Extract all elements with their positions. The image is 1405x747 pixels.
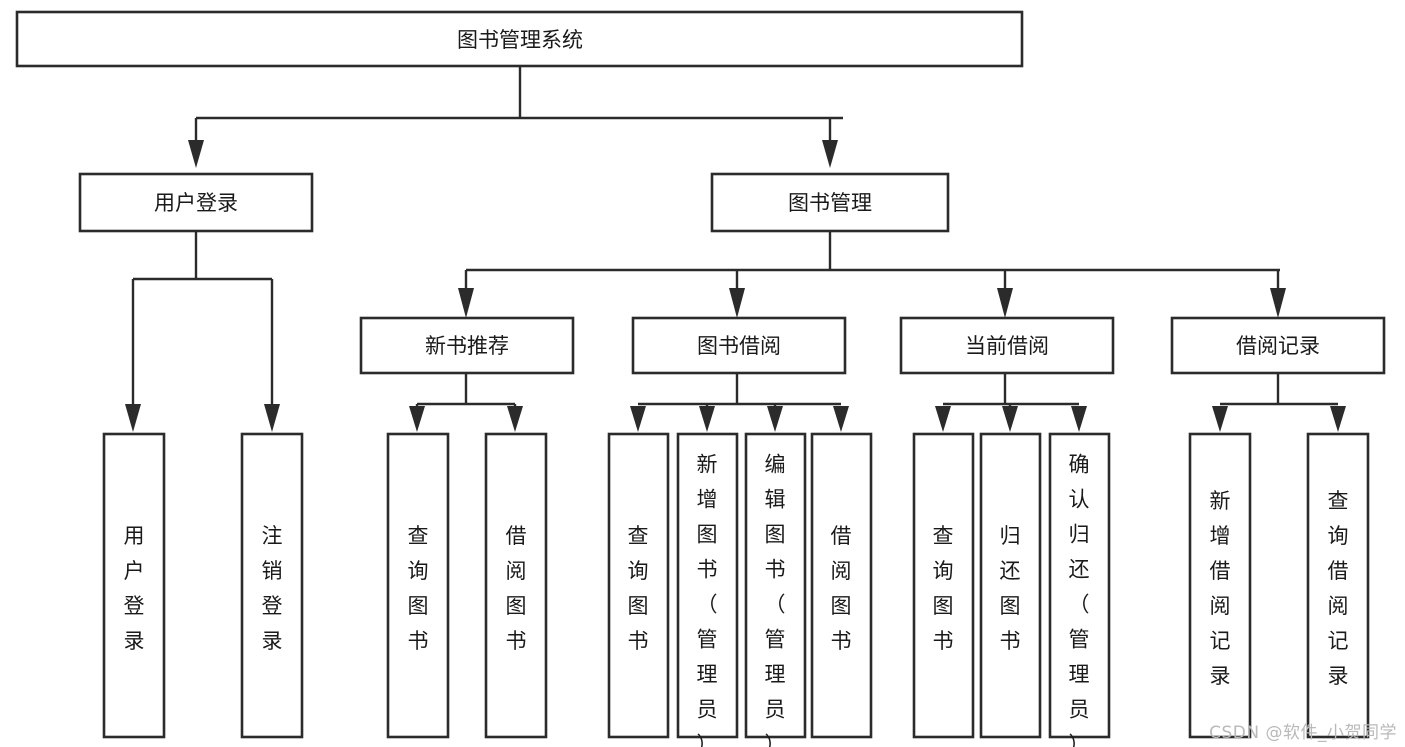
arrow-head-leaf-confirm-return bbox=[1071, 406, 1087, 432]
node-leaf-query-book-2-box[interactable] bbox=[607, 432, 670, 739]
node-user-login[interactable]: 用户登录 bbox=[78, 172, 314, 233]
node-leaf-query-book-1-label: 查询图书 bbox=[408, 524, 429, 653]
node-leaf-logout-box[interactable] bbox=[240, 432, 304, 739]
node-leaf-query-record-label: 查询借阅记录 bbox=[1328, 489, 1349, 688]
arrow-head-leaf-add-book bbox=[699, 406, 715, 432]
arrow-head-leaf-borrow-book-2 bbox=[833, 406, 849, 432]
node-leaf-edit-book[interactable]: 编辑图书（管理员） bbox=[744, 432, 807, 747]
node-leaf-borrow-book-1-label: 借阅图书 bbox=[506, 524, 527, 653]
node-borrow-record-label: 借阅记录 bbox=[1236, 334, 1320, 358]
node-leaf-query-book-2-label: 查询图书 bbox=[628, 524, 649, 653]
node-current-borrow[interactable]: 当前借阅 bbox=[899, 316, 1115, 375]
arrow-head-leaf-borrow-book-1 bbox=[507, 406, 523, 432]
node-leaf-borrow-book-2-label: 借阅图书 bbox=[831, 524, 852, 653]
arrow-head-leaf-user-login bbox=[125, 404, 141, 432]
node-leaf-confirm-return-label: 确认归还（管理员） bbox=[1069, 452, 1090, 747]
node-leaf-user-login[interactable]: 用户登录 bbox=[102, 432, 166, 739]
node-current-borrow-label: 当前借阅 bbox=[965, 334, 1049, 358]
node-leaf-query-record[interactable]: 查询借阅记录 bbox=[1306, 432, 1370, 739]
node-leaf-borrow-book-2-box[interactable] bbox=[810, 432, 873, 739]
arrow-head-book-borrow bbox=[729, 288, 745, 318]
node-borrow-record[interactable]: 借阅记录 bbox=[1170, 316, 1386, 375]
node-book-manage-label: 图书管理 bbox=[788, 191, 872, 215]
node-leaf-query-book-1[interactable]: 查询图书 bbox=[386, 432, 450, 739]
node-root-box[interactable] bbox=[15, 10, 1024, 68]
node-leaf-add-record[interactable]: 新增借阅记录 bbox=[1188, 432, 1252, 739]
node-leaf-query-book-3-box[interactable] bbox=[912, 432, 975, 739]
node-borrow-record-box[interactable] bbox=[1170, 316, 1386, 375]
arrow-head-book-manage bbox=[822, 140, 838, 168]
node-root-label: 图书管理系统 bbox=[457, 28, 583, 52]
node-book-borrow-label: 图书借阅 bbox=[697, 334, 781, 358]
node-leaf-confirm-return[interactable]: 确认归还（管理员） bbox=[1048, 432, 1111, 747]
arrow-head-borrow-record bbox=[1270, 288, 1286, 318]
node-leaf-logout[interactable]: 注销登录 bbox=[240, 432, 304, 739]
node-leaf-edit-book-label: 编辑图书（管理员） bbox=[765, 452, 786, 747]
node-leaf-return-book[interactable]: 归还图书 bbox=[979, 432, 1042, 739]
node-leaf-confirm-return-box[interactable] bbox=[1048, 432, 1111, 739]
node-leaf-add-book[interactable]: 新增图书（管理员） bbox=[676, 432, 739, 747]
node-user-login-box[interactable] bbox=[78, 172, 314, 233]
node-leaf-user-login-label: 用户登录 bbox=[124, 524, 145, 653]
node-leaf-query-book-3[interactable]: 查询图书 bbox=[912, 432, 975, 739]
node-book-borrow-box[interactable] bbox=[631, 316, 847, 375]
arrow-head-leaf-edit-book bbox=[767, 406, 783, 432]
node-new-book-rec[interactable]: 新书推荐 bbox=[359, 316, 575, 375]
node-leaf-add-record-label: 新增借阅记录 bbox=[1210, 489, 1231, 688]
node-leaf-borrow-book-2[interactable]: 借阅图书 bbox=[810, 432, 873, 739]
arrow-head-leaf-add-record bbox=[1212, 406, 1228, 432]
node-new-book-rec-box[interactable] bbox=[359, 316, 575, 375]
node-book-manage[interactable]: 图书管理 bbox=[710, 172, 950, 233]
node-leaf-borrow-book-1-box[interactable] bbox=[484, 432, 548, 739]
node-leaf-borrow-book-1[interactable]: 借阅图书 bbox=[484, 432, 548, 739]
arrow-head-leaf-query-book-2 bbox=[630, 406, 646, 432]
arrow-head-user-login bbox=[188, 140, 204, 168]
node-current-borrow-box[interactable] bbox=[899, 316, 1115, 375]
arrow-head-leaf-query-record bbox=[1330, 406, 1346, 432]
node-new-book-rec-label: 新书推荐 bbox=[425, 334, 509, 358]
connector-layer bbox=[125, 66, 1346, 432]
node-leaf-query-book-2[interactable]: 查询图书 bbox=[607, 432, 670, 739]
node-leaf-return-book-label: 归还图书 bbox=[1000, 524, 1021, 653]
node-leaf-edit-book-box[interactable] bbox=[744, 432, 807, 739]
csdn-watermark: CSDN @软件_小贺同学 bbox=[1209, 723, 1397, 743]
arrow-head-new-book-rec bbox=[458, 288, 474, 318]
arrow-head-leaf-query-book-3 bbox=[935, 406, 951, 432]
node-user-login-label: 用户登录 bbox=[154, 191, 238, 215]
node-leaf-add-record-box[interactable] bbox=[1188, 432, 1252, 739]
node-book-borrow[interactable]: 图书借阅 bbox=[631, 316, 847, 375]
arrow-head-current-borrow bbox=[997, 288, 1013, 318]
node-leaf-add-book-box[interactable] bbox=[676, 432, 739, 739]
node-leaf-add-book-label: 新增图书（管理员） bbox=[697, 452, 718, 747]
node-leaf-query-record-box[interactable] bbox=[1306, 432, 1370, 739]
node-leaf-user-login-box[interactable] bbox=[102, 432, 166, 739]
node-leaf-query-book-1-box[interactable] bbox=[386, 432, 450, 739]
node-root[interactable]: 图书管理系统 bbox=[15, 10, 1024, 68]
node-leaf-logout-label: 注销登录 bbox=[262, 524, 283, 653]
node-book-manage-box[interactable] bbox=[710, 172, 950, 233]
arrow-head-leaf-logout bbox=[264, 404, 280, 432]
node-leaf-return-book-box[interactable] bbox=[979, 432, 1042, 739]
node-leaf-query-book-3-label: 查询图书 bbox=[933, 524, 954, 653]
arrow-head-leaf-query-book-1 bbox=[409, 406, 425, 432]
arrow-head-leaf-return-book bbox=[1002, 406, 1018, 432]
